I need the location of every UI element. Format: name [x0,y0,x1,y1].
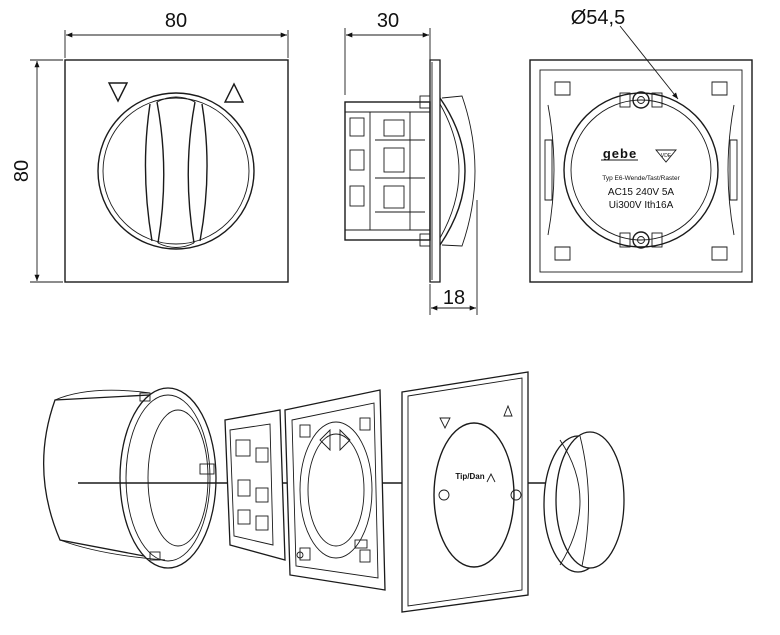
rear-view: Ø54,5 gebe VDE Typ E6-Wende/Tast/Raster … [529,7,753,283]
down-arrow-icon [107,82,129,103]
front-depth-dimension-label: 18 [443,287,465,309]
up-arrow-icon [223,82,245,103]
rear-frame [529,59,753,283]
switch-mechanism [224,389,386,591]
side-mechanism [344,101,431,241]
side-knob [439,97,466,246]
side-plate [429,59,441,283]
diameter-dimension-label: Ø54,5 [571,7,625,29]
exploded-view: Tip/Dan [42,371,625,613]
width-dimension-label: 80 [165,10,187,32]
cover-knob-seat [433,422,515,568]
depth-dimension-label: 30 [377,10,399,32]
cover-down-arrow-icon [439,417,451,430]
knob-caret-icon [486,472,496,483]
front-plate [64,59,289,283]
side-view: 30 18 [344,10,478,315]
insulation-line: Ui300V Ith16A [609,200,674,211]
exploded-knob [543,431,625,573]
rotary-knob [97,92,255,250]
height-dimension-label: 80 [11,160,33,182]
vde-mark-icon [655,149,677,163]
front-view: 80 80 [11,10,289,283]
flush-mounting-box [42,387,217,569]
cover-plate: Tip/Dan [401,371,529,613]
knob-label: Tip/Dan [455,472,484,481]
cert-mark-label: VDE [661,153,672,159]
rating-line: AC15 240V 5A [608,187,674,198]
bottom-screw-icon [632,231,650,249]
cover-up-arrow-icon [503,404,513,417]
brand-logo: gebe [603,146,637,161]
type-line: Typ E6-Wende/Tast/Raster [602,175,680,182]
rear-insert [563,92,719,248]
top-screw-icon [632,91,650,109]
diameter-leader-line [619,25,679,100]
